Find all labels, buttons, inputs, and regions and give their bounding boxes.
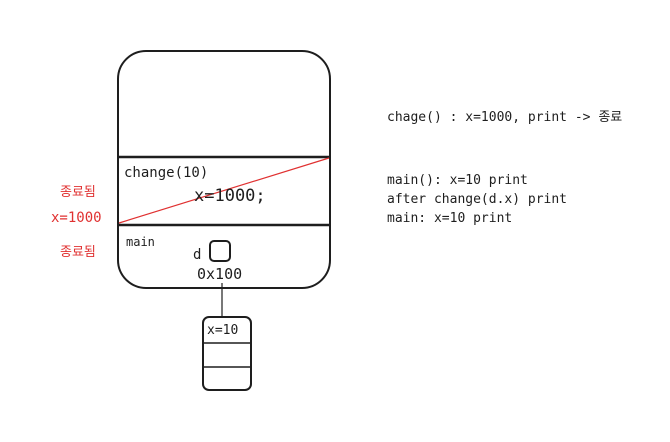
note-line-4: main: x=10 print xyxy=(387,211,513,226)
x-value-annotation: x=1000 xyxy=(51,210,102,226)
heap-object-box xyxy=(202,316,252,391)
terminated-strike-line xyxy=(118,157,330,224)
note-line-1: chage() : x=1000, print -> 종료 xyxy=(387,110,623,125)
reference-box xyxy=(209,240,231,262)
note-line-3: after change(d.x) print xyxy=(387,192,568,207)
change-frame-assignment: x=1000; xyxy=(194,186,266,206)
terminated-label-top: 종료됨 xyxy=(60,185,96,200)
stack-box xyxy=(117,50,331,289)
reference-variable-name: d xyxy=(193,247,202,263)
note-line-2: main(): x=10 print xyxy=(387,173,528,188)
main-frame-label: main xyxy=(126,235,155,249)
change-frame-label: change(10) xyxy=(124,165,209,181)
heap-field-value: x=10 xyxy=(207,323,239,338)
reference-address: 0x100 xyxy=(197,265,243,283)
terminated-label-bottom: 종료됨 xyxy=(60,245,96,260)
